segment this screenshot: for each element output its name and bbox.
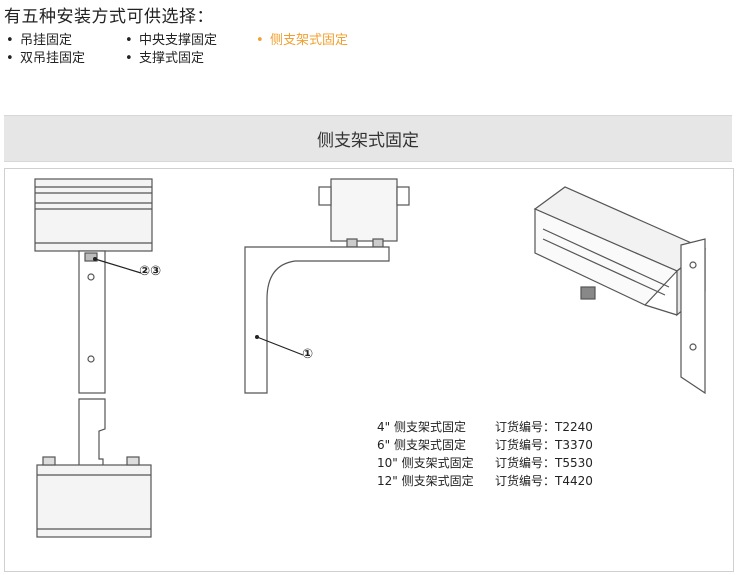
order-code: 订货编号：T5530 — [495, 455, 593, 470]
method-item-hanging[interactable]: 吊挂固定 — [6, 29, 72, 48]
order-code: 订货编号：T4420 — [495, 473, 593, 488]
mounting-figure: ②③ ① 4" 侧支架式固定 订货编号：T2240 6" 侧支架式固定 订货编号… — [4, 168, 734, 572]
section-title: 侧支架式固定 — [317, 131, 419, 151]
method-item-support[interactable]: 支撑式固定 — [125, 47, 204, 66]
intro-title: 有五种安装方式可供选择： — [4, 7, 214, 27]
table-row: 12" 侧支架式固定 订货编号：T4420 — [377, 471, 593, 489]
table-row: 10" 侧支架式固定 订货编号：T5530 — [377, 453, 593, 471]
middle-bracket-drawing — [244, 178, 410, 394]
section-header-bar: 侧支架式固定 — [4, 115, 732, 162]
mounting-method-list: 吊挂固定 中央支撑固定 侧支架式固定 双吊挂固定 支撑式固定 — [6, 29, 406, 69]
size-label: 4" 侧支架式固定 — [377, 419, 466, 434]
size-label: 12" 侧支架式固定 — [377, 473, 474, 488]
right-isometric-drawing — [533, 186, 707, 395]
callout-label-2-3: ②③ — [139, 264, 162, 279]
method-item-center-support[interactable]: 中央支撑固定 — [125, 29, 217, 48]
table-row: 4" 侧支架式固定 订货编号：T2240 — [377, 417, 593, 435]
method-item-double-hanging[interactable]: 双吊挂固定 — [6, 47, 85, 66]
order-number-table: 4" 侧支架式固定 订货编号：T2240 6" 侧支架式固定 订货编号：T337… — [377, 417, 593, 489]
callout-label-1: ① — [302, 347, 314, 362]
order-code: 订货编号：T2240 — [495, 419, 593, 434]
table-row: 6" 侧支架式固定 订货编号：T3370 — [377, 435, 593, 453]
size-label: 6" 侧支架式固定 — [377, 437, 466, 452]
size-label: 10" 侧支架式固定 — [377, 455, 474, 470]
order-code: 订货编号：T3370 — [495, 437, 593, 452]
method-item-side-bracket[interactable]: 侧支架式固定 — [256, 29, 348, 48]
left-assembly-drawing — [34, 178, 153, 538]
side-bracket-illustration — [34, 178, 707, 538]
